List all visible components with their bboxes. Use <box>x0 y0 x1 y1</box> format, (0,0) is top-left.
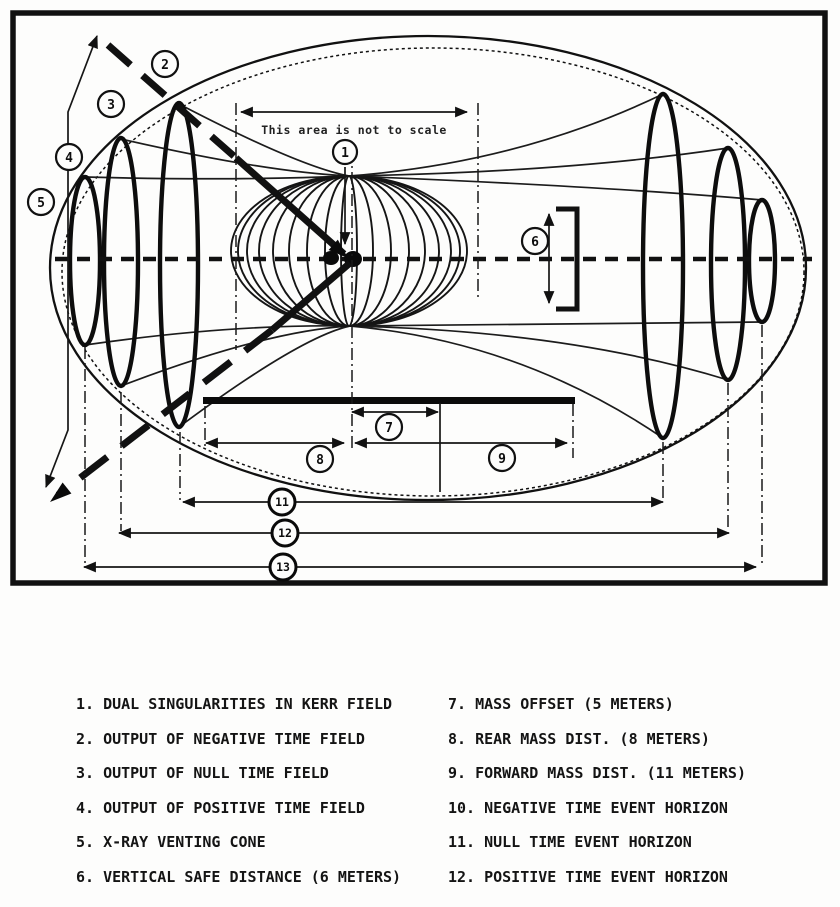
legend-item-7: 7. MASS OFFSET (5 METERS) <box>448 695 674 713</box>
legend-item-11: 11. NULL TIME EVENT HORIZON <box>448 833 692 851</box>
svg-text:12: 12 <box>278 526 292 540</box>
legend-item-number: 10. <box>448 799 476 817</box>
legend-item-1: 1. DUAL SINGULARITIES IN KERR FIELD <box>76 695 392 713</box>
callout-7: 7 <box>374 412 404 442</box>
legend-item-10: 10. NEGATIVE TIME EVENT HORIZON <box>448 799 728 817</box>
callout-12: 12 <box>270 518 300 548</box>
legend-item-number: 11. <box>448 833 476 851</box>
extension-lines <box>84 103 763 565</box>
xray-venting-cone-ray-upper <box>105 42 348 258</box>
legend-item-3: 3. OUTPUT OF NULL TIME FIELD <box>76 764 329 782</box>
legend-item-number: 12. <box>448 868 476 886</box>
legend-item-text: POSITIVE TIME EVENT HORIZON <box>484 868 728 886</box>
callout-3: 3 <box>96 89 126 119</box>
legend-item-text: OUTPUT OF POSITIVE TIME FIELD <box>103 799 365 817</box>
callout-1: 1 <box>331 138 359 166</box>
svg-text:5: 5 <box>37 196 45 211</box>
legend-item-text: NULL TIME EVENT HORIZON <box>484 833 692 851</box>
diagram-frame <box>10 10 828 586</box>
legend-item-number: 8. <box>448 730 467 748</box>
legend-item-number: 1. <box>76 695 95 713</box>
legend-item-12: 12. POSITIVE TIME EVENT HORIZON <box>448 868 728 886</box>
callout-11: 11 <box>267 487 297 517</box>
legend-item-number: 4. <box>76 799 95 817</box>
svg-text:13: 13 <box>276 560 290 574</box>
legend-item-number: 6. <box>76 868 95 886</box>
legend-item-text: DUAL SINGULARITIES IN KERR FIELD <box>103 695 393 713</box>
legend-item-text: OUTPUT OF NEGATIVE TIME FIELD <box>103 730 365 748</box>
legend-item-4: 4. OUTPUT OF POSITIVE TIME FIELD <box>76 799 365 817</box>
callout-5: 5 <box>26 187 56 217</box>
time-field-diagram: This area is not to scale 1 2 3 4 5 6 <box>10 10 828 586</box>
legend-item-2: 2. OUTPUT OF NEGATIVE TIME FIELD <box>76 730 365 748</box>
legend-item-5: 5. X-RAY VENTING CONE <box>76 833 266 851</box>
legend-item-8: 8. REAR MASS DIST. (8 METERS) <box>448 730 710 748</box>
legend-item-text: X-RAY VENTING CONE <box>103 833 266 851</box>
svg-text:6: 6 <box>531 235 539 250</box>
dimension-arrows <box>82 106 758 573</box>
svg-text:1: 1 <box>341 146 349 161</box>
legend-item-number: 5. <box>76 833 95 851</box>
svg-text:4: 4 <box>65 151 73 166</box>
svg-text:7: 7 <box>385 421 393 436</box>
svg-text:3: 3 <box>107 98 115 113</box>
xray-cone-leader-line <box>45 34 98 489</box>
legend-item-number: 3. <box>76 764 95 782</box>
mass-bar <box>203 397 575 404</box>
callout-9: 9 <box>487 443 517 473</box>
legend-item-text: REAR MASS DIST. (8 METERS) <box>475 730 710 748</box>
xray-venting-cone-ray-lower <box>50 260 353 502</box>
svg-text:9: 9 <box>498 452 506 467</box>
svg-text:2: 2 <box>161 58 169 73</box>
callout-13: 13 <box>268 552 298 582</box>
legend-item-number: 9. <box>448 764 467 782</box>
right-field-rings <box>640 91 778 441</box>
legend-item-text: OUTPUT OF NULL TIME FIELD <box>103 764 329 782</box>
not-to-scale-note: This area is not to scale <box>261 123 447 137</box>
svg-text:8: 8 <box>316 453 324 468</box>
legend-item-text: MASS OFFSET (5 METERS) <box>475 695 674 713</box>
legend-item-text: NEGATIVE TIME EVENT HORIZON <box>484 799 728 817</box>
legend-item-number: 7. <box>448 695 467 713</box>
svg-text:11: 11 <box>275 495 289 509</box>
legend-item-number: 2. <box>76 730 95 748</box>
safe-distance-bracket <box>556 206 580 312</box>
legend-item-text: VERTICAL SAFE DISTANCE (6 METERS) <box>103 868 402 886</box>
callout-8: 8 <box>305 444 335 474</box>
legend-item-text: FORWARD MASS DIST. (11 METERS) <box>475 764 746 782</box>
callout-6: 6 <box>520 226 550 256</box>
legend-item-9: 9. FORWARD MASS DIST. (11 METERS) <box>448 764 746 782</box>
callout-4: 4 <box>54 142 84 172</box>
outer-field-ellipse <box>48 34 808 502</box>
callout-2: 2 <box>150 49 180 79</box>
legend-item-6: 6. VERTICAL SAFE DISTANCE (6 METERS) <box>76 868 401 886</box>
kerr-field-sphere <box>230 175 468 327</box>
